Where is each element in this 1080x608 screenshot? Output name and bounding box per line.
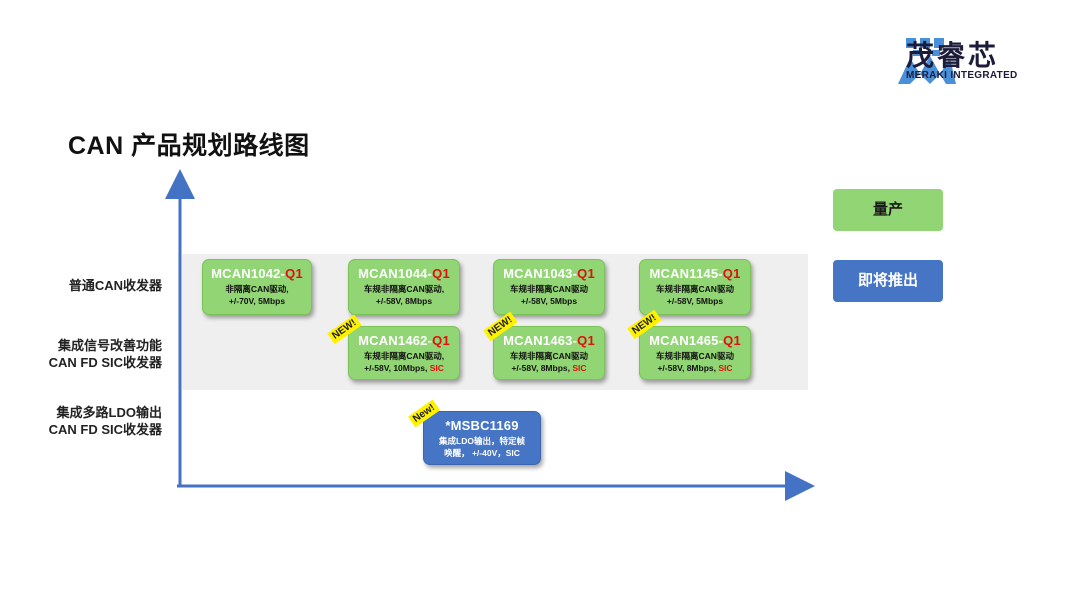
page-title: CAN 产品规划路线图 — [68, 132, 310, 160]
product-card-mcan1463: MCAN1463-Q1 车规非隔离CAN驱动+/-58V, 8Mbps, SIC — [493, 326, 605, 380]
row-label-standard: 普通CAN收发器 — [68, 278, 162, 293]
brand-name-cn: 茂睿芯 — [906, 40, 1000, 71]
product-card-mcan1042: MCAN1042-Q1 非隔离CAN驱动,+/-70V, 5Mbps — [202, 259, 312, 315]
product-card-mcan1462: MCAN1462-Q1 车规非隔离CAN驱动,+/-58V, 10Mbps, S… — [348, 326, 460, 380]
product-card-mcan1043: MCAN1043-Q1 车规非隔离CAN驱动+/-58V, 5Mbps — [493, 259, 605, 315]
product-card-mcan1465: MCAN1465-Q1 车规非隔离CAN驱动+/-58V, 8Mbps, SIC — [639, 326, 751, 380]
legend-mass-production: 量产 — [833, 189, 943, 231]
legend-coming-soon: 即将推出 — [833, 260, 943, 302]
brand-name-en: MERAKI INTEGRATED — [906, 70, 1018, 81]
product-card-mcan1145: MCAN1145-Q1 车规非隔离CAN驱动+/-58V, 5Mbps — [639, 259, 751, 315]
meraki-logo-icon — [898, 38, 956, 84]
product-card-msbc1169: *MSBC1169 集成LDO输出，特定帧唤醒， +/-40V，SIC — [423, 411, 541, 465]
product-card-mcan1044: MCAN1044-Q1 车规非隔离CAN驱动,+/-58V, 8Mbps — [348, 259, 460, 315]
